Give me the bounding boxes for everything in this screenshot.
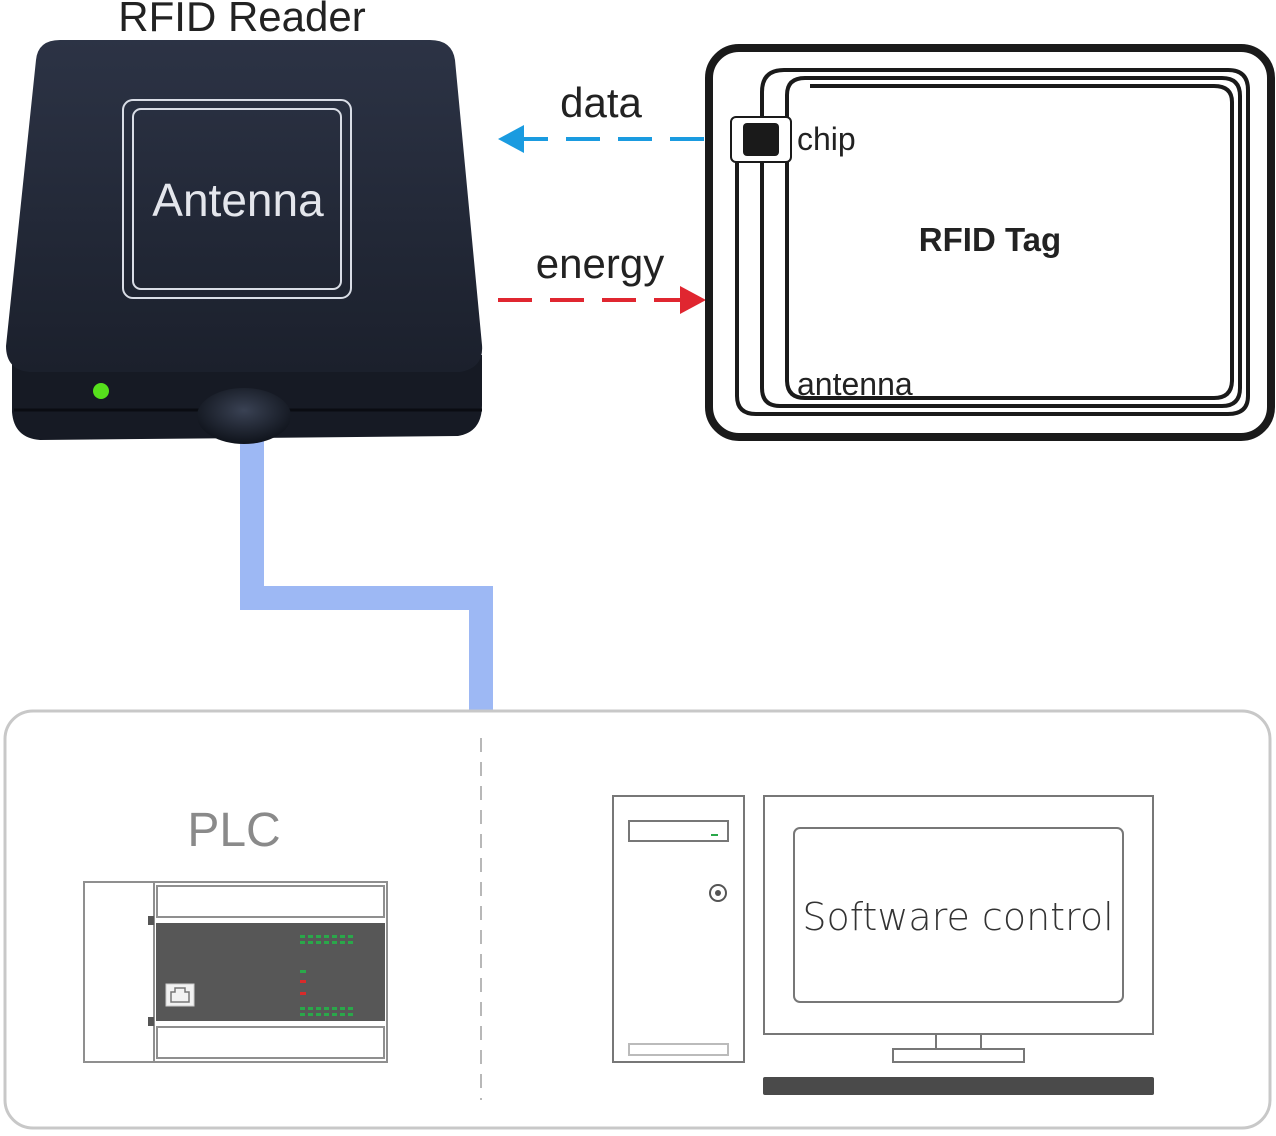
plc-top-terminal (156, 885, 385, 918)
tag-title: RFID Tag (919, 221, 1061, 258)
cable-grommet (197, 388, 291, 444)
energy-arrowhead-icon (680, 286, 706, 314)
ethernet-port-icon (165, 983, 195, 1007)
rfid-reader-device: Antenna RFID Reader (6, 0, 483, 444)
tower-vent (628, 1043, 729, 1056)
energy-signal: energy (498, 240, 706, 314)
monitor-screen (793, 827, 1124, 1003)
reader-top (6, 40, 483, 372)
monitor-neck (935, 1033, 982, 1050)
plc-run-led (300, 970, 306, 973)
data-arrowhead-icon (498, 125, 524, 153)
plc-error-led (300, 980, 306, 983)
plc-led-row-bottom (300, 1007, 353, 1016)
monitor-foot (892, 1048, 1025, 1063)
chip-icon (743, 123, 779, 156)
tag-antenna-coil-inner (785, 84, 1234, 400)
power-button-center (715, 890, 721, 896)
plc-led-row-top (300, 935, 353, 944)
plc-label: PLC (187, 804, 280, 857)
reader-antenna-label: Antenna (152, 174, 324, 226)
drive-bay (628, 820, 729, 842)
pc-tower (612, 795, 745, 1063)
drive-bay-led (711, 834, 718, 836)
reader-title: RFID Reader (118, 0, 365, 40)
energy-label: energy (536, 240, 664, 287)
reader-status-led (93, 383, 109, 399)
plc-bottom-terminal (156, 1026, 385, 1059)
data-signal: data (498, 79, 704, 153)
plc-side-module (83, 881, 155, 1063)
plc-stop-led (300, 992, 306, 995)
data-label: data (560, 79, 642, 126)
reader-antenna-frame-inner (132, 108, 342, 290)
monitor: Software control (763, 795, 1154, 1095)
keyboard (763, 1077, 1154, 1095)
reader-antenna-frame-outer (122, 99, 352, 299)
plc-clip-top (148, 916, 154, 925)
control-panel: PLC (3, 709, 1272, 1130)
tag-card (705, 44, 1275, 441)
tag-antenna-label: antenna (797, 366, 913, 402)
tag-antenna-coil (735, 68, 1250, 416)
rfid-tag: chip RFID Tag antenna (705, 44, 1275, 441)
ethernet-port-opening (170, 987, 190, 1003)
plc-clip-bottom (148, 1017, 154, 1026)
connection-cable (240, 440, 493, 712)
software-control-label: Software control (802, 895, 1113, 939)
chip-label: chip (797, 121, 856, 157)
plc-device (83, 881, 388, 1063)
